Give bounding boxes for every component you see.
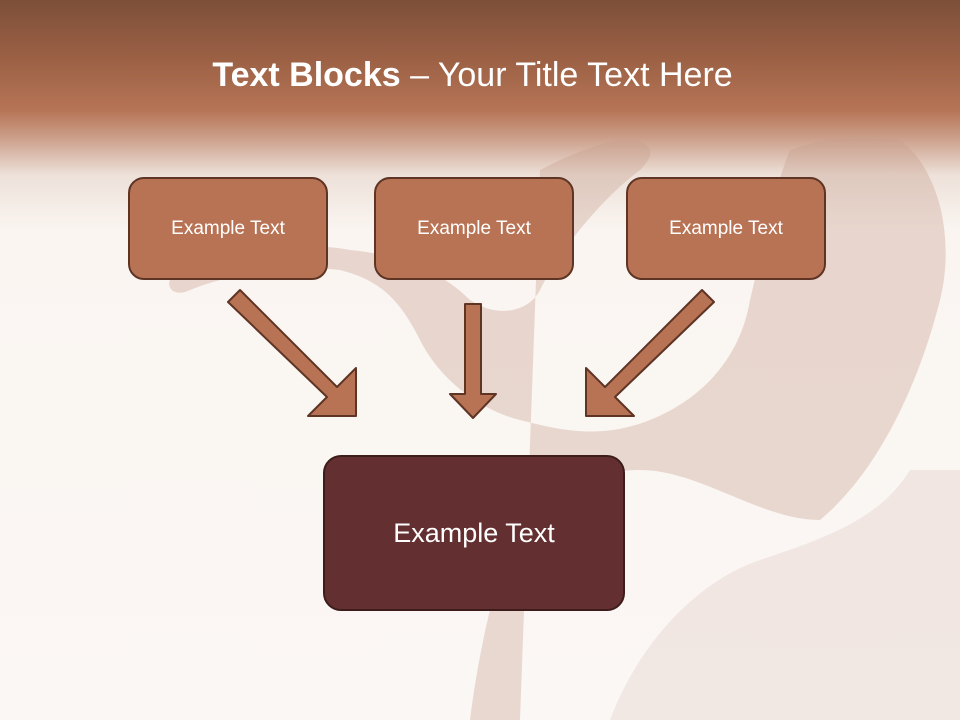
arrow-left-down-right [227, 289, 357, 417]
title-bold-text: Text Blocks [212, 56, 401, 94]
arrow-right-down-left [585, 289, 715, 417]
arrow-middle-down [449, 303, 497, 419]
text-block-main: Example Text [323, 455, 625, 611]
slide-title: Text Blocks – Your Title Text Here [0, 55, 945, 95]
text-block-right: Example Text [626, 177, 826, 280]
text-block-middle: Example Text [374, 177, 574, 280]
text-block-left: Example Text [128, 177, 328, 280]
title-rest-text: – Your Title Text Here [400, 56, 733, 94]
